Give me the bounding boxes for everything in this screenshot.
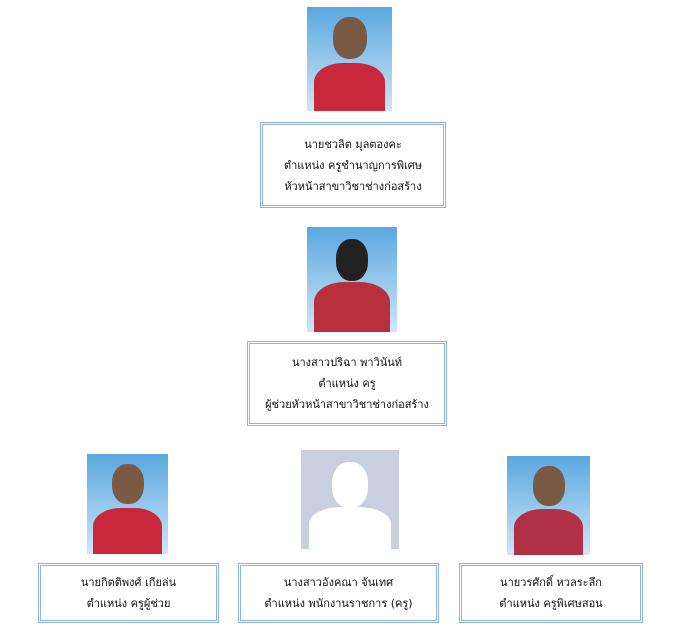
photo-person-1 — [307, 7, 392, 111]
person-name: นายชวลิต มุลตองคะ — [304, 137, 402, 151]
person-name: นายวรศักดิ์ หวลระลึก — [500, 576, 602, 589]
person-role: ผู้ช่วยหัวหน้าสาขาวิชาช่างก่อสร้าง — [265, 398, 429, 411]
photo-person-3 — [87, 454, 168, 554]
placeholder-avatar — [301, 450, 399, 549]
person-name: นางสาวปริฉา พาวินันท์ — [291, 356, 403, 369]
info-box-person-1: นายชวลิต มุลตองคะ ตำแหน่ง ครูชำนาญการพิเ… — [260, 122, 446, 208]
photo-person-5 — [507, 456, 590, 555]
person-name: นายกิตติพงศ์ เกียล่น — [80, 576, 177, 589]
info-box-person-5: นายวรศักดิ์ หวลระลึก ตำแหน่ง ครูพิเศษสอน — [459, 563, 643, 623]
person-role: หัวหน้าสาขาวิชาช่างก่อสร้าง — [284, 179, 422, 193]
person-position: ตำแหน่ง พนักงานราชการ (ครู) — [264, 597, 413, 610]
info-box-person-2: นางสาวปริฉา พาวินันท์ ตำแหน่ง ครู ผู้ช่ว… — [247, 341, 447, 426]
person-position: ตำแหน่ง ครู — [318, 377, 376, 390]
person-position: ตำแหน่ง ครูชำนาญการพิเศษ — [283, 158, 422, 172]
person-position: ตำแหน่ง ครูผู้ช่วย — [86, 597, 171, 610]
person-position: ตำแหน่ง ครูพิเศษสอน — [499, 597, 603, 610]
info-box-person-3: นายกิตติพงศ์ เกียล่น ตำแหน่ง ครูผู้ช่วย — [38, 563, 219, 623]
photo-person-2 — [307, 227, 397, 332]
person-name: นางสาวอังคณา จันเทศ — [283, 576, 394, 589]
info-box-person-4: นางสาวอังคณา จันเทศ ตำแหน่ง พนักงานราชกา… — [238, 563, 439, 623]
